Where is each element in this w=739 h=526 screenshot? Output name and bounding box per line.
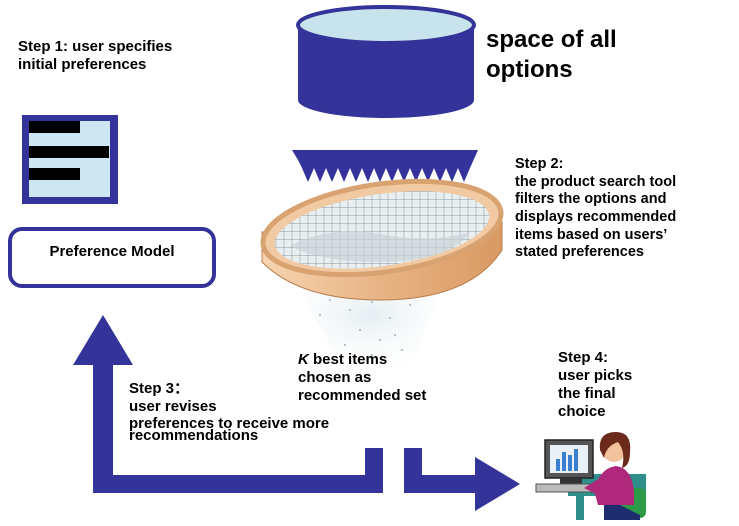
preferences-document-icon — [22, 115, 118, 204]
revise-loop-arrow — [73, 315, 383, 493]
step3-line: preferences to receive more — [129, 415, 330, 433]
step1-line: initial preferences — [18, 55, 147, 73]
step4-label: Step 4: user picks the final choice — [558, 349, 632, 421]
space-label-line: space of all — [486, 26, 617, 53]
step1-label: Step 1: user specifies initial preferenc… — [18, 38, 172, 73]
step4-line: choice — [558, 403, 606, 420]
kbest-line-1: K best items — [298, 351, 426, 369]
step2-line: filters the options and — [515, 191, 667, 208]
step4-line: Step 4: — [558, 349, 609, 366]
k-best-items-label: K best items chosen as recommended set — [298, 351, 426, 405]
step3-line: recommendations — [129, 426, 259, 444]
kbest-line-3: recommended set — [298, 387, 427, 404]
pick-choice-arrow — [404, 448, 520, 511]
step4-line: the final — [558, 385, 616, 402]
step4-line: user picks — [558, 367, 633, 384]
space-label-line: options — [486, 56, 573, 83]
step3-line: user revises — [129, 397, 217, 415]
step3-line: Step 3： — [129, 380, 190, 397]
step2-line: stated preferences — [515, 244, 644, 261]
kbest-line-1-rest: best items — [308, 351, 388, 368]
sieve-icon — [260, 178, 504, 301]
kbest-line-2: chosen as — [298, 369, 372, 386]
falling-items-funnel — [300, 290, 440, 372]
options-cylinder-icon — [296, 5, 476, 118]
space-of-options-label: space of all options — [486, 25, 617, 85]
preference-model-label: Preference Model — [49, 243, 175, 260]
step3-label: Step 3： user revises preferences to rece… — [129, 380, 329, 444]
step2-line: Step 2: — [515, 156, 564, 172]
filter-comb-icon — [292, 150, 478, 182]
step2-label: Step 2: the product search tool filters … — [515, 156, 676, 262]
step2-line: displays recommended — [515, 209, 677, 226]
step1-line: Step 1: user specifies — [18, 38, 173, 55]
k-variable: K — [298, 351, 309, 368]
step2-line: items based on users’ — [515, 226, 668, 243]
user-at-computer-icon — [535, 432, 646, 520]
step2-line: the product search tool — [515, 173, 677, 190]
preference-model-box — [8, 227, 216, 288]
